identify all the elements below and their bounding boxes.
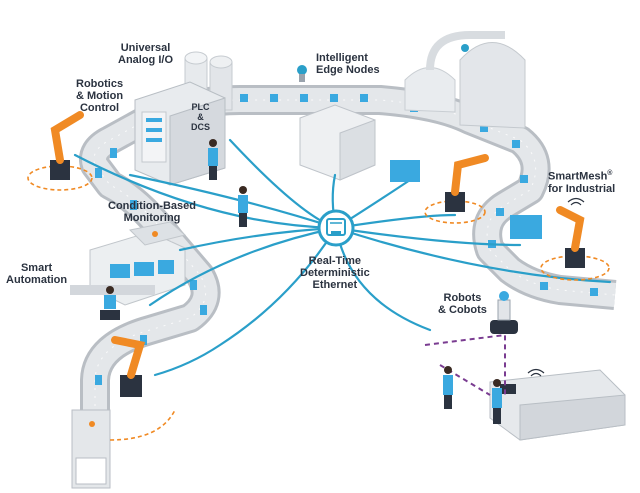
label-smartmesh: SmartMesh® for Industrial xyxy=(548,170,616,195)
control-room xyxy=(70,221,187,306)
label-robots-cobots: Robots& Cobots xyxy=(438,292,487,316)
ethernet-port-icon xyxy=(326,218,346,236)
registered-mark: ® xyxy=(607,170,613,177)
storage-tanks xyxy=(404,31,526,129)
ethernet-hub xyxy=(317,209,355,247)
packaging-machine xyxy=(489,369,626,441)
workers xyxy=(100,139,502,424)
output-hopper xyxy=(71,409,111,489)
robot-arm-2 xyxy=(424,154,489,224)
robot-arms xyxy=(27,111,610,441)
robot-arm-4 xyxy=(109,336,176,441)
label-plc-dcs: PLC&DCS xyxy=(191,102,211,132)
robot-arm-3 xyxy=(540,206,610,281)
box-carts xyxy=(390,160,542,239)
mobile-robot xyxy=(490,291,518,334)
wifi-icon xyxy=(527,197,585,377)
edge-node-server xyxy=(297,65,376,181)
robot-arm-1 xyxy=(27,111,93,191)
